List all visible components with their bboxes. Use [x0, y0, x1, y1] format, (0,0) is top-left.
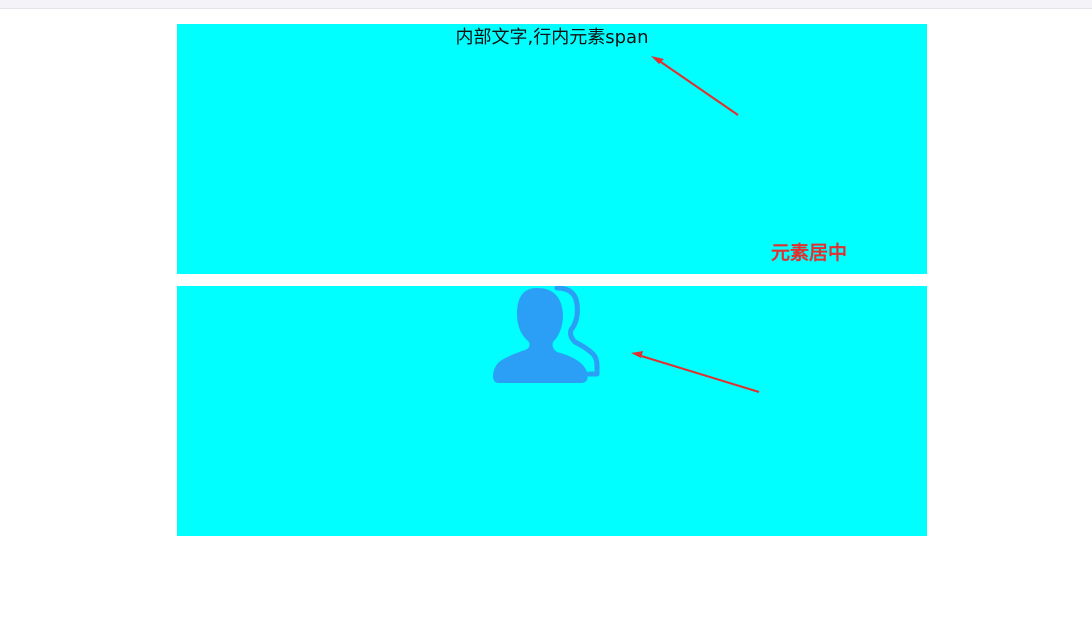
annotation-label-center: 元素居中 — [771, 242, 848, 264]
centered-text-demo-box: 内部文字,行内元素span 元素居中 — [177, 24, 927, 274]
inline-span-text: 内部文字,行内元素span — [455, 27, 649, 48]
annotation-arrow-1 — [651, 56, 739, 116]
centered-icon-demo-box — [177, 286, 927, 536]
annotation-arrow-2 — [631, 351, 760, 393]
browser-top-strip — [0, 0, 1092, 9]
user-group-icon — [493, 286, 600, 383]
